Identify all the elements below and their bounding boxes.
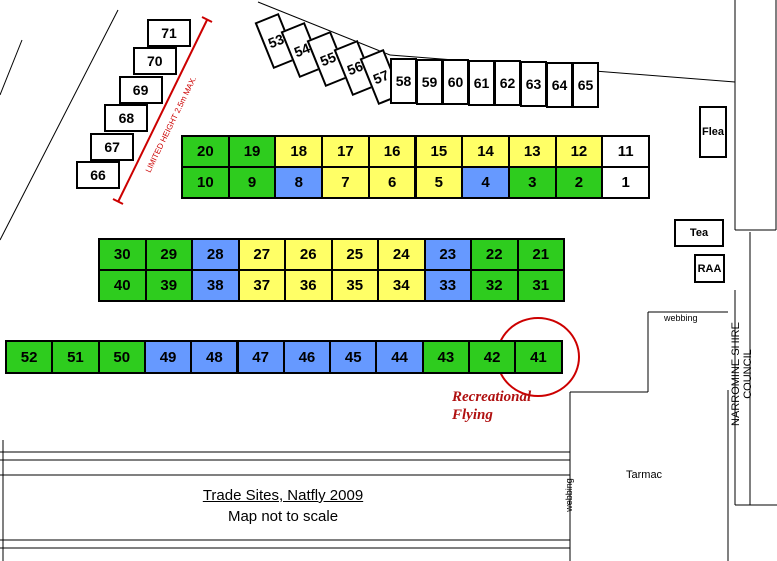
site-24[interactable]: 24 (377, 238, 426, 271)
limited-height-tick-top (201, 16, 213, 23)
site-22[interactable]: 22 (470, 238, 519, 271)
site-21[interactable]: 21 (516, 238, 565, 271)
site-13[interactable]: 13 (507, 135, 557, 168)
site-40[interactable]: 40 (98, 269, 147, 302)
site-65[interactable]: 65 (572, 62, 599, 109)
site-19[interactable]: 19 (227, 135, 277, 168)
council-label: NARROMINE SHIRE COUNCIL (730, 322, 754, 426)
site-50[interactable]: 50 (97, 340, 146, 374)
raa-box[interactable]: RAA (694, 254, 725, 283)
site-68[interactable]: 68 (104, 104, 149, 132)
site-52[interactable]: 52 (5, 340, 54, 374)
site-42[interactable]: 42 (468, 340, 517, 374)
site-7[interactable]: 7 (321, 166, 370, 199)
site-70[interactable]: 70 (132, 47, 177, 75)
site-23[interactable]: 23 (423, 238, 472, 271)
site-17[interactable]: 17 (321, 135, 370, 168)
site-58[interactable]: 58 (390, 58, 417, 104)
site-31[interactable]: 31 (516, 269, 565, 302)
site-38[interactable]: 38 (191, 269, 240, 302)
site-5[interactable]: 5 (414, 166, 464, 199)
site-18[interactable]: 18 (274, 135, 324, 168)
site-51[interactable]: 51 (51, 340, 100, 374)
site-25[interactable]: 25 (330, 238, 379, 271)
site-16[interactable]: 16 (367, 135, 417, 168)
site-32[interactable]: 32 (470, 269, 519, 302)
site-66[interactable]: 66 (76, 161, 120, 189)
site-12[interactable]: 12 (554, 135, 604, 168)
site-67[interactable]: 67 (90, 132, 135, 161)
site-44[interactable]: 44 (375, 340, 424, 374)
site-69[interactable]: 69 (118, 75, 163, 104)
site-2[interactable]: 2 (554, 166, 604, 199)
site-35[interactable]: 35 (330, 269, 379, 302)
site-20[interactable]: 20 (181, 135, 230, 168)
site-43[interactable]: 43 (421, 340, 470, 374)
site-15[interactable]: 15 (414, 135, 464, 168)
site-45[interactable]: 45 (329, 340, 378, 374)
site-46[interactable]: 46 (282, 340, 332, 374)
site-62[interactable]: 62 (494, 60, 521, 107)
site-60[interactable]: 60 (442, 59, 469, 106)
map-subtitle: Map not to scale (227, 508, 339, 525)
site-27[interactable]: 27 (237, 238, 286, 271)
site-3[interactable]: 3 (507, 166, 557, 199)
site-33[interactable]: 33 (423, 269, 472, 302)
site-41[interactable]: 41 (514, 340, 563, 374)
site-64[interactable]: 64 (546, 61, 573, 108)
site-34[interactable]: 34 (377, 269, 426, 302)
top-road-line (257, 1, 391, 56)
site-6[interactable]: 6 (367, 166, 417, 199)
limited-height-marker (117, 19, 208, 203)
site-59[interactable]: 59 (416, 58, 443, 105)
webbing-label-top: webbing (664, 313, 698, 323)
flea-box[interactable]: Flea (699, 106, 727, 158)
site-48[interactable]: 48 (190, 340, 239, 374)
site-37[interactable]: 37 (237, 269, 286, 302)
site-9[interactable]: 9 (227, 166, 277, 199)
site-28[interactable]: 28 (191, 238, 240, 271)
tea-box[interactable]: Tea (674, 219, 724, 247)
site-26[interactable]: 26 (284, 238, 333, 271)
site-63[interactable]: 63 (520, 61, 547, 107)
site-61[interactable]: 61 (468, 59, 495, 106)
site-29[interactable]: 29 (144, 238, 193, 271)
map-title: Trade Sites, Natfly 2009 (202, 487, 364, 504)
recreational-label: Recreational (452, 389, 532, 405)
site-71[interactable]: 71 (147, 18, 191, 47)
site-47[interactable]: 47 (236, 340, 285, 374)
site-30[interactable]: 30 (98, 238, 147, 271)
site-39[interactable]: 39 (144, 269, 193, 302)
site-4[interactable]: 4 (461, 166, 510, 199)
site-14[interactable]: 14 (461, 135, 510, 168)
site-1[interactable]: 1 (601, 166, 650, 199)
site-11[interactable]: 11 (601, 135, 650, 168)
site-36[interactable]: 36 (284, 269, 333, 302)
left-boundary-line-2 (0, 9, 119, 241)
left-boundary-line (0, 39, 23, 96)
tarmac-label: Tarmac (626, 469, 663, 481)
site-49[interactable]: 49 (143, 340, 193, 374)
limited-height-tick-bottom (112, 198, 124, 205)
webbing-label-side: webbing (563, 478, 574, 512)
flying-label: Flying (452, 407, 493, 423)
site-10[interactable]: 10 (181, 166, 230, 199)
site-8[interactable]: 8 (274, 166, 324, 199)
